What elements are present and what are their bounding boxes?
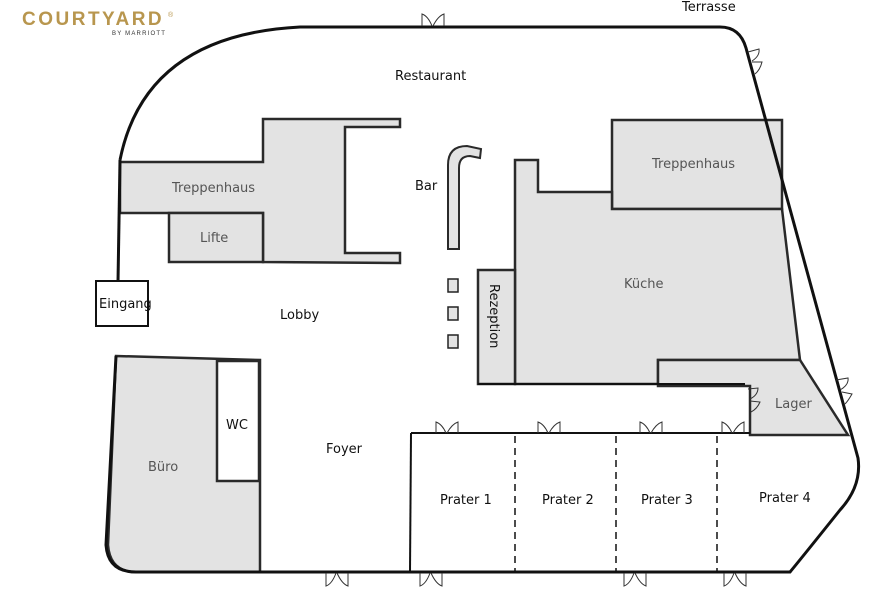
label-prater2: Prater 2 (542, 493, 594, 508)
double-door-icon (435, 421, 459, 434)
double-door-icon (639, 421, 663, 434)
label-eingang: Eingang (99, 297, 152, 312)
label-prater1: Prater 1 (440, 493, 492, 508)
room-lifte (167, 211, 265, 264)
double-door-icon (419, 572, 443, 587)
courtyard-logo: COURTYARD ® BY MARRIOTT (22, 9, 174, 37)
label-prater3: Prater 3 (641, 493, 693, 508)
bar-counter (447, 144, 483, 250)
double-door-icon (537, 421, 561, 434)
double-door-icon (747, 387, 761, 413)
logo-brand: COURTYARD (22, 9, 164, 30)
logo-registered-mark: ® (168, 11, 174, 19)
label-bar: Bar (415, 179, 438, 194)
double-door-icon (623, 572, 647, 587)
double-door-icon (723, 572, 747, 587)
label-treppenhaus-left: Treppenhaus (171, 181, 255, 196)
double-door-icon (421, 13, 445, 27)
label-terrasse: Terrasse (681, 0, 736, 15)
label-lobby: Lobby (280, 308, 319, 323)
room-wc (215, 359, 261, 483)
wall-prater-left (409, 432, 412, 573)
double-door-icon (721, 421, 745, 434)
bar-stool (447, 334, 459, 349)
label-buero: Büro (148, 460, 178, 475)
room-eingang (95, 280, 149, 327)
double-door-icon (835, 377, 853, 405)
label-wc: WC (226, 418, 248, 433)
label-treppenhaus-right: Treppenhaus (651, 157, 735, 172)
outer-wall (104, 25, 861, 574)
label-restaurant: Restaurant (395, 69, 466, 84)
bar-stool (447, 278, 459, 293)
double-door-icon (325, 572, 349, 587)
wall-left-upper (116, 159, 122, 283)
bar-stool (447, 306, 459, 321)
label-kueche: Küche (624, 277, 664, 292)
label-rezeption: Rezeption (486, 284, 501, 348)
label-lifte: Lifte (200, 231, 228, 246)
label-prater4: Prater 4 (759, 491, 811, 506)
logo-sub: BY MARRIOTT (112, 31, 166, 37)
label-lager: Lager (775, 397, 812, 412)
label-foyer: Foyer (326, 442, 363, 457)
double-door-icon (747, 48, 763, 75)
room-treppenhaus-right (610, 118, 784, 211)
